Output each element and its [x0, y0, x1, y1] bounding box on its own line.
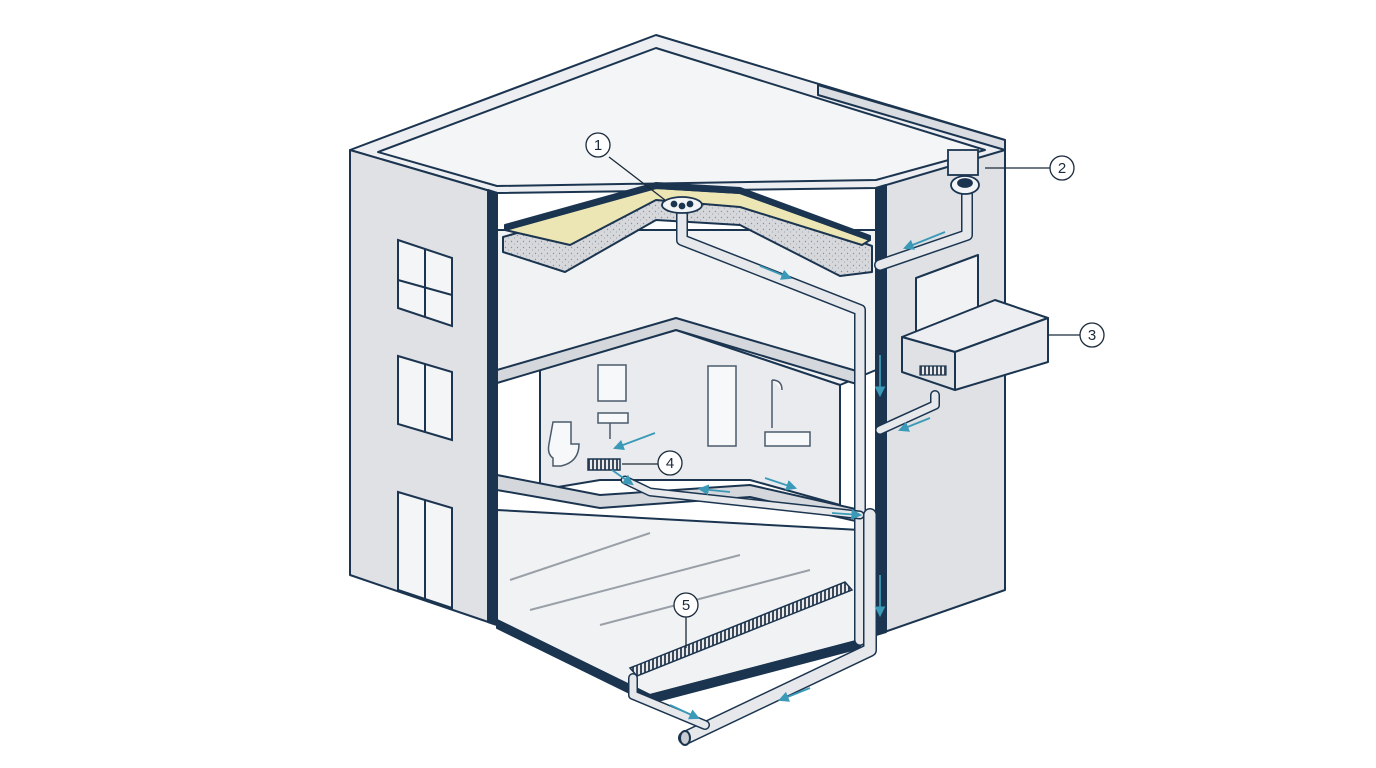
bathtub-icon — [764, 431, 811, 447]
balcony-side — [954, 317, 1049, 391]
callout-bathroom-floor-drain: 4 — [622, 450, 683, 476]
callout-garage-trench-drain: 5 — [673, 592, 699, 648]
scupper-fixture — [947, 149, 980, 195]
callout-label: 5 — [682, 597, 690, 614]
balcony-drain-grate — [919, 365, 947, 376]
left-facade-windows — [397, 238, 453, 610]
roof-membrane — [504, 182, 871, 241]
bathroom-fixtures — [547, 364, 811, 467]
garage-markings — [509, 532, 811, 626]
callout-label: 3 — [1088, 327, 1096, 344]
shower-icon — [771, 379, 783, 428]
toilet-icon — [547, 421, 580, 467]
right-wall-face — [875, 149, 1006, 636]
callout-label: 2 — [1058, 160, 1066, 177]
bathroom-floor-drain-grate — [587, 458, 621, 471]
right-wall-edge — [875, 184, 887, 636]
roof-drain-fixture — [661, 196, 703, 214]
flow-arrows — [611, 231, 946, 720]
callout-parapet-scupper: 2 — [985, 155, 1075, 181]
sink-icon — [597, 412, 629, 439]
bathroom-window — [597, 364, 627, 402]
pipe-outlet-end — [679, 730, 691, 746]
drain-pipes — [620, 189, 973, 745]
left-wall-edge — [487, 189, 498, 626]
callouts: 1 2 3 4 5 — [585, 132, 1105, 648]
callout-balcony-drain: 3 — [1048, 322, 1105, 348]
bathroom-door — [707, 365, 737, 447]
callout-label: 1 — [594, 137, 602, 154]
roof-assembly — [502, 182, 873, 277]
right-facade — [901, 254, 1049, 391]
roof-inner-well — [377, 47, 986, 187]
callout-roof-drain: 1 — [585, 132, 666, 201]
callout-label: 4 — [666, 455, 674, 472]
